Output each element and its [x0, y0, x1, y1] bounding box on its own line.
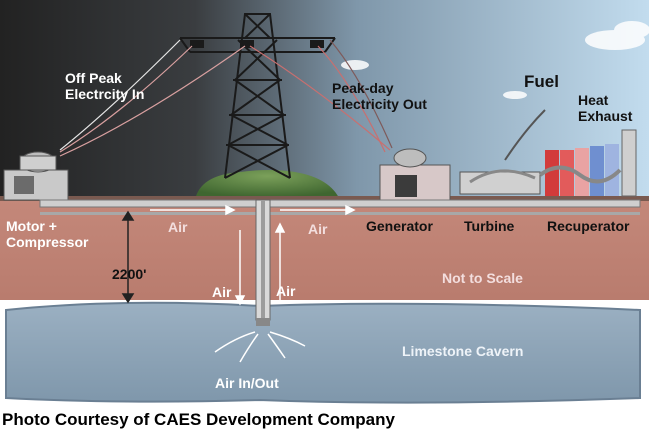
air-label-right: Air — [308, 221, 327, 237]
photo-caption: Photo Courtesy of CAES Development Compa… — [2, 410, 647, 430]
well-shaft — [256, 200, 270, 326]
air-in-out-label: Air In/Out — [215, 375, 279, 391]
motor-compressor-label: Motor + Compressor — [6, 218, 88, 250]
air-down-label: Air — [212, 284, 231, 300]
heat-exhaust-label: Heat Exhaust — [578, 92, 632, 124]
not-to-scale-label: Not to Scale — [442, 270, 523, 286]
depth-label: 2200' — [112, 266, 146, 282]
generator-label: Generator — [366, 218, 433, 234]
fuel-label: Fuel — [524, 72, 559, 92]
air-up-label: Air — [276, 283, 295, 299]
turbine-label: Turbine — [464, 218, 514, 234]
off-peak-label: Off Peak Electrcity In — [65, 70, 144, 102]
air-label-left: Air — [168, 219, 187, 235]
recuperator-label: Recuperator — [547, 218, 629, 234]
limestone-cavern-label: Limestone Cavern — [402, 343, 523, 359]
surface-pipe — [40, 200, 640, 215]
peak-day-label: Peak-day Electricity Out — [332, 80, 427, 112]
limestone-cavern — [6, 303, 640, 403]
